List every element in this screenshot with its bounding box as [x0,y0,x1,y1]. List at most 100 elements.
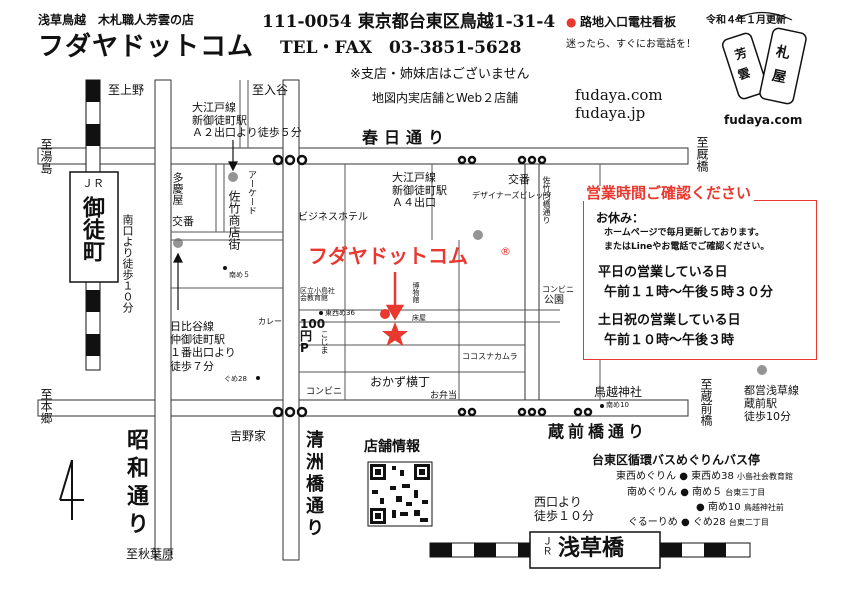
bus-route: 南めぐりん [627,487,677,498]
landmark-takekeiya: 多慶屋 [171,172,184,205]
weekend-time: 午前１０時〜午後３時 [604,333,735,348]
shop-logo: フダヤドットコム [38,32,255,62]
shop-pointer-arrow [385,272,405,321]
hours-box [583,200,817,360]
minami-walk: 南口より徒歩１０分 [121,214,134,313]
sign-note-line1: 路地入口電柱看板 [580,15,677,29]
business-hotel-label: ビジネスホテル [298,212,368,223]
jr-label-okachimachi: ＪＲ [82,177,104,190]
url-fudaya-jp[interactable]: fudaya.jp [575,104,646,122]
bus-dot: ● [679,471,688,482]
updated-date: 令和４年１月更新 [706,15,786,26]
bus-place: 台東三丁目 [725,488,766,497]
landmark-koban-1: 交番 [172,215,194,228]
landmark-parking: 100円P [300,317,326,355]
shop-tag-icon [721,11,807,105]
landmark-business-hotel: ビジネスホテル [298,212,368,223]
bus-title: 台東区循環バスめぐりんバス停 [592,453,761,467]
dir-iriya: 至入谷 [252,83,289,97]
bus-route: 東西めぐりん [616,471,676,482]
landmark-tokoya: 床屋 [412,314,426,322]
road-showa [154,79,172,561]
hours-title: 営業時間ご確認ください [583,186,755,201]
station-shinokachimachi-a4: 大江戸線 新御徒町駅 Ａ４出口 [392,171,447,210]
weekday-label: 平日の営業している日 [598,265,728,280]
bus-row: 東西めぐりん ● 東西め38 小島社会教育館 [616,472,793,482]
bus-row: ● 南め10 鳥越神社前 [696,503,784,513]
shop-subtitle: 浅草鳥越 木札職人芳雲の店 [38,13,195,27]
dir-yushima: 至湯島 [39,138,53,174]
station-asakusabashi: 浅草橋 [558,536,625,561]
sign-pole-marker [380,309,390,319]
dir-akihabara: 至秋葉原 [126,547,175,561]
landmark-yoshinoya: 吉野家 [230,429,267,443]
okachimachi-station-box [69,171,119,283]
asakusabashi-station-box [529,531,661,569]
landmark-designers-village: デザイナーズビレッジ [472,191,552,200]
qr-code-image [367,461,433,527]
sign-note-line2: 迷ったら、すぐにお電話を！ [566,39,696,50]
street-kiyosubashi: 清洲橋通り [303,430,324,540]
dir-kuramae: 至蔵前橋 [699,378,713,426]
holiday-note-1: ホームページで毎月更新しております。 [604,228,765,238]
bus-row: 南めぐりん ● 南め５ 台東三丁目 [627,488,765,498]
station-okachimachi: 御徒町 [79,196,104,262]
bus-label-east36: 東西め36 [325,309,355,317]
street-showa: 昭和通り [123,428,148,540]
north-arrow-icon [59,459,84,520]
dir-umaya: 至厩橋 [695,136,709,172]
street-kasuga: 春日通り [362,128,451,147]
landmark-hakubutsu: 博物館 [412,282,420,303]
bus-stop: 南め５ [692,487,723,498]
dir-hongo: 至本郷 [39,388,53,424]
weekend-label: 土日祝の営業している日 [598,313,741,328]
landmark-koban-2: 交番 [508,173,530,186]
holiday-note-2: またはLineやお電話でご確認ください。 [604,242,770,252]
landmark-torigoe-shrine: 鳥越神社 [594,385,643,399]
bus-place: 台東二丁目 [728,518,769,527]
landmark-konbini-1: コンビニ [306,387,343,397]
shop-address: 111-0054 東京都台東区鳥越1-31-4 [262,12,556,32]
station-shinokachimachi-a2: 大江戸線 新御徒町駅 Ａ２出口より徒歩５分 [192,101,302,140]
bus-dot: ● [696,502,705,513]
landmark-school: 区立小島社会教育館 [300,287,335,302]
road-kiyosubashi [282,79,300,561]
landmark-kojima: こじま [320,330,329,354]
road-kasuga [37,147,689,165]
landmark-curry: カレー [258,317,282,326]
landmark-konbini-2: コンビニ [542,285,574,294]
map-shop-registered: ® [500,245,511,258]
jr-label-asakusabashi: ＪＲ [540,536,551,556]
bus-dot: ● [681,517,690,528]
bus-label-south10: 南め10 [606,401,629,409]
bus-dot: ● [680,487,689,498]
bus-label-south5: 南め５ [229,271,250,279]
qr-label: 店舗情報 [364,439,420,455]
traffic-signal-icons [272,154,593,418]
url-fudaya-com[interactable]: fudaya.com [575,86,663,104]
weekday-time: 午前１１時〜午後５時３０分 [604,285,774,300]
shop-phone[interactable]: TEL・FAX 03-3851-5628 [280,38,522,58]
station-nakaokachimachi: 日比谷線 仲御徒町駅 １番出口より 徒歩７分 [170,320,236,373]
no-branch-note: ※支店・姉妹店はございません [350,67,530,82]
bus-route: ぐるーりめ [628,517,678,528]
map-shop-name: フダヤドットコム [308,244,468,268]
landmark-cocos-nakamura: ココスナカムラ [462,352,518,361]
street-kuramaebashi: 蔵前橋通り [548,422,649,441]
landmark-satake-shotengai: 佐竹商店街 [227,190,241,250]
landmark-satake-mon: 佐竹門橋通り [542,176,551,224]
dir-ueno: 至上野 [108,83,145,97]
landmark-park: 公園 [544,295,564,306]
stores-note: 地図内実店舗とWeb２店舗 [372,91,519,105]
bus-row: ぐるーりめ ● ぐめ28 台東二丁目 [628,518,769,528]
tag-char-4: 屋 [770,67,788,87]
bus-stop: ぐめ28 [692,517,726,528]
landmark-obento: お弁当 [430,391,458,401]
shop-star-icon [382,322,408,346]
subway-exit-icons [173,172,767,375]
station-kuramae: 都営浅草線 蔵前駅 徒歩10分 [744,384,799,424]
street-okazu: おかず横丁 [370,375,431,389]
bus-label-gume28: ぐめ28 [224,375,247,383]
tag-url: fudaya.com [724,113,803,127]
bus-place: 小島社会教育館 [737,472,794,481]
